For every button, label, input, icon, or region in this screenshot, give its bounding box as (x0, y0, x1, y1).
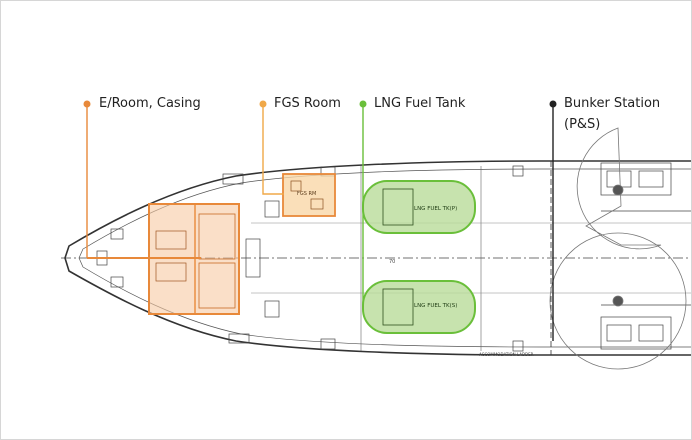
leader-dot-bunker (549, 100, 557, 108)
leader-line-fgs (262, 104, 284, 195)
callout-bunker-station: Bunker Station (P&S) (564, 93, 660, 135)
frame-mark: 70 (389, 259, 395, 265)
callout-eroom-casing: E/Room, Casing (99, 96, 201, 111)
inner-hull-line (78, 168, 691, 348)
leader-dot-fgs (259, 100, 267, 108)
lng-fuel-tank-port: LNG FUEL TK(P) (362, 180, 476, 234)
fgs-room-area: FGS RM (282, 173, 336, 217)
fgs-room-drawing-label: FGS RM (297, 191, 316, 197)
engine-room-area (87, 203, 240, 315)
lng-fuel-tank-starboard: LNG FUEL TK(S) (362, 280, 476, 334)
leader-dot-lng (359, 100, 367, 108)
bottom-note: ACCOMMODATION LADDER (479, 352, 534, 357)
callout-lng-fuel-tank: LNG Fuel Tank (374, 96, 466, 111)
callout-bunker-station-line1: Bunker Station (564, 96, 661, 111)
hull-outline (64, 160, 691, 356)
callout-leaders (83, 100, 557, 341)
bunker-station-circles (549, 127, 687, 370)
tank-starboard-drawing-label: LNG FUEL TK(S) (414, 303, 457, 309)
tank-port-drawing-label: LNG FUEL TK(P) (414, 206, 457, 212)
callout-fgs-room: FGS Room (274, 96, 341, 111)
leader-dot-eroom (83, 100, 91, 108)
callout-bunker-station-line2: (P&S) (564, 117, 601, 132)
